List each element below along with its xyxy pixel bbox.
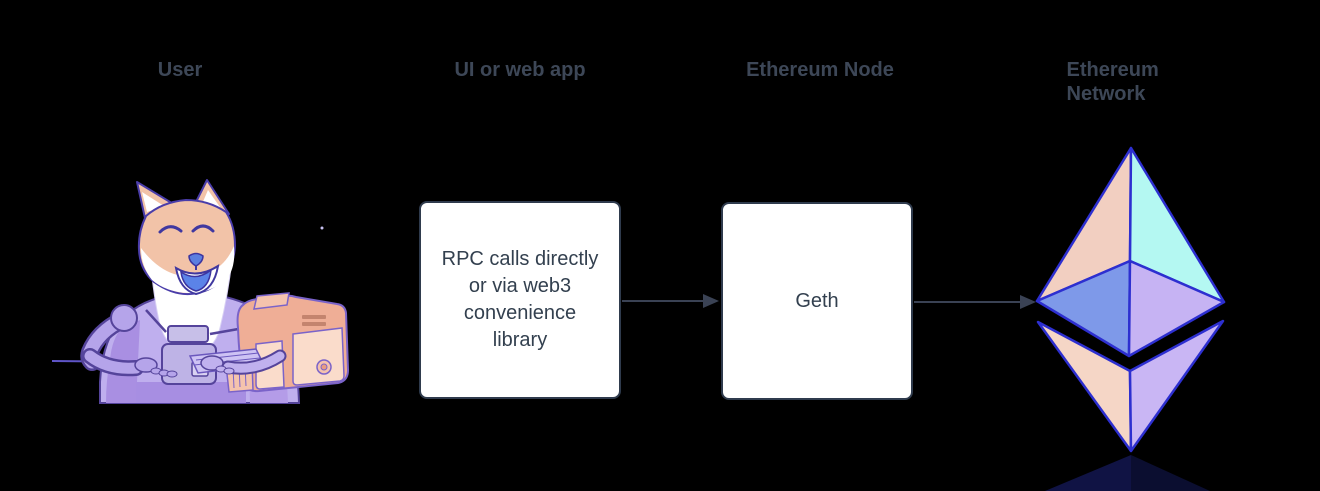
webapp-box: RPC calls directly or via web3 convenien… (419, 201, 621, 399)
column-heading-node: Ethereum Node (746, 59, 894, 81)
doge-paws (82, 348, 287, 378)
webapp-box-line: convenience (463, 302, 577, 324)
webapp-box-line: or via web3 (468, 275, 572, 297)
doge-mouth (174, 263, 220, 296)
ethereum-logo-icon (1035, 146, 1226, 491)
doge-right-eye (191, 224, 215, 233)
geth-box-label: Geth (795, 289, 839, 312)
webapp-box-line: library (492, 329, 548, 351)
webapp-box-line: RPC calls directly (441, 248, 599, 270)
doge-tongue (180, 268, 212, 292)
column-heading-network: Ethereum Network (1066, 59, 1159, 105)
keyboard-icon (188, 348, 266, 374)
desk-line (51, 360, 153, 363)
doge-body (80, 257, 301, 404)
doge-right-ear (195, 179, 230, 215)
computer-fan (316, 359, 332, 375)
sparkle-dot (320, 226, 324, 230)
geth-box: Geth (721, 202, 913, 400)
doge-left-ear (136, 181, 176, 219)
arrow-webapp-to-node-icon (622, 294, 719, 308)
column-heading-webapp: UI or web app (454, 59, 586, 81)
doge-head (136, 179, 237, 296)
doge-astronaut-at-computer-icon (51, 179, 350, 404)
column-heading-user: User (157, 59, 203, 81)
doge-muzzle (141, 246, 235, 294)
doge-left-eye (158, 225, 183, 234)
retro-computer-icon (225, 292, 350, 393)
doge-nose (188, 252, 204, 267)
arrow-node-to-network-icon (914, 295, 1036, 309)
